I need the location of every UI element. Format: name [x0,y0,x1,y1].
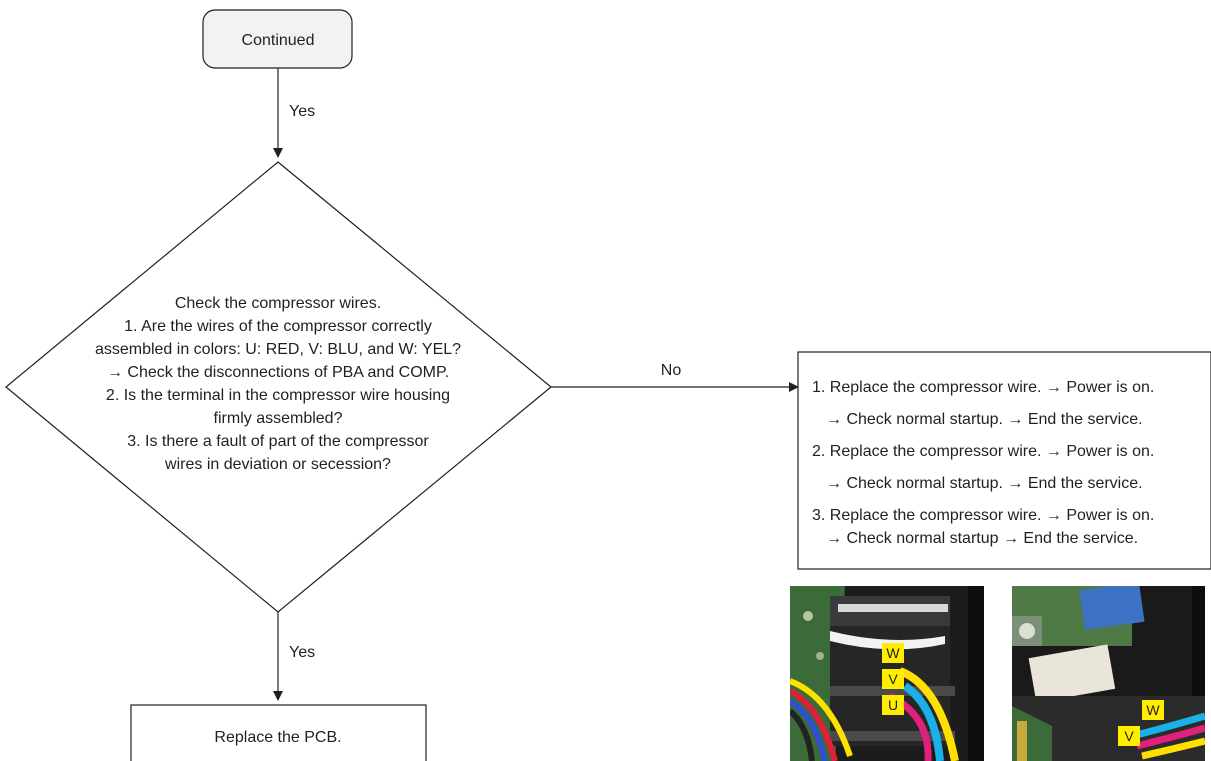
edge-label-yes-top: Yes [289,103,315,120]
compressor-connector-photo-left: W V U [790,586,984,761]
edge-label-no: No [661,362,682,379]
action-line: → Check normal startup → End the service… [826,530,1138,547]
end-node [130,704,427,761]
decision-line: assembled in colors: U: RED, V: BLU, and… [95,341,461,358]
decision-line: 1. Are the wires of the compressor corre… [124,318,432,335]
decision-line: firmly assembled? [214,410,343,427]
wire-label-w: W [882,643,904,663]
action-line: → Check normal startup. → End the servic… [826,411,1143,428]
compressor-connector-photo-right: W V [1012,586,1205,761]
wire-label-u: U [882,695,904,715]
start-node-label: Continued [242,32,315,49]
decision-line: → Check the disconnections of PBA and CO… [107,364,449,381]
decision-line: wires in deviation or secession? [164,456,391,473]
action-line: 3. Replace the compressor wire. → Power … [812,507,1154,524]
wire-label-v: V [882,669,904,689]
decision-text: Check the compressor wires. 1. Are the w… [95,295,461,473]
action-line: 1. Replace the compressor wire. → Power … [812,379,1154,396]
wire-label-w: W [1142,700,1164,720]
end-node-label: Replace the PCB. [214,729,341,746]
wire-label-v: V [1118,726,1140,746]
edge-label-yes-bottom: Yes [289,644,315,661]
action-box-text: 1. Replace the compressor wire. → Power … [812,379,1154,547]
decision-line: Check the compressor wires. [175,295,381,312]
action-box [797,351,1211,570]
action-line: → Check normal startup. → End the servic… [826,475,1143,492]
decision-line: 2. Is the terminal in the compressor wir… [106,387,450,404]
decision-line: 3. Is there a fault of part of the compr… [127,433,429,450]
action-line: 2. Replace the compressor wire. → Power … [812,443,1154,460]
